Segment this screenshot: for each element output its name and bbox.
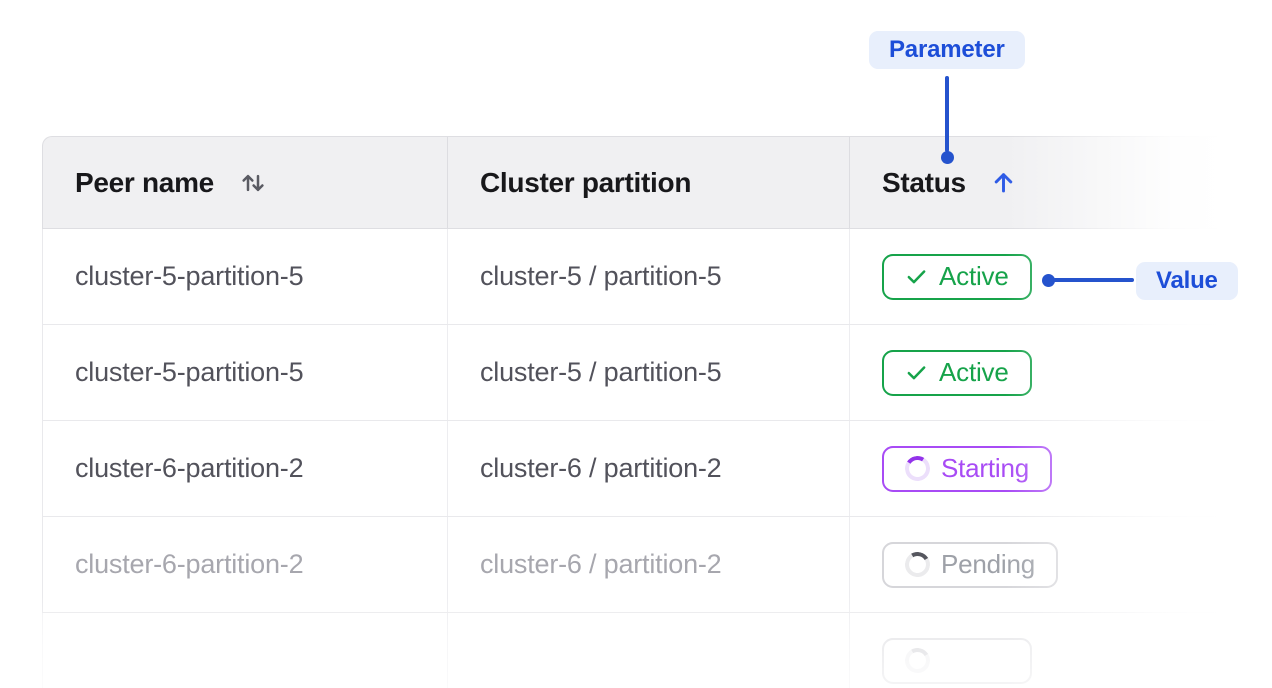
cell-status: Pending xyxy=(849,517,1272,612)
status-badge: Starting xyxy=(882,445,1053,492)
cell-peer-name: cluster-5-partition-5 xyxy=(75,357,304,387)
status-badge: Active xyxy=(882,349,1032,396)
cell-peer-name: cluster-6-partition-2 xyxy=(75,549,304,579)
column-label: Status xyxy=(882,166,966,198)
cell-cluster-partition: cluster-5 / partition-5 xyxy=(447,325,849,420)
table-row xyxy=(42,613,1272,688)
check-icon xyxy=(907,270,926,284)
value-connector-line xyxy=(1053,278,1134,282)
column-header-peer-name[interactable]: Peer name xyxy=(43,137,447,228)
column-label: Cluster partition xyxy=(480,166,692,198)
table-row: cluster-5-partition-5 cluster-5 / partit… xyxy=(42,229,1272,325)
parameter-connector-dot xyxy=(941,151,954,164)
cell-peer-name: cluster-6-partition-2 xyxy=(75,453,304,483)
table-row: cluster-6-partition-2 cluster-6 / partit… xyxy=(42,517,1272,613)
cell-cluster-partition: cluster-5 / partition-5 xyxy=(447,229,849,324)
status-label: Active xyxy=(939,357,1009,387)
parameter-annotation-pill: Parameter xyxy=(869,31,1025,69)
cell-cluster-partition: cluster-6 / partition-2 xyxy=(447,517,849,612)
cell-status: Starting xyxy=(849,421,1272,516)
spinner-icon xyxy=(902,453,933,484)
column-header-status[interactable]: Status xyxy=(849,137,1272,228)
status-label: Pending xyxy=(941,549,1036,579)
column-header-cluster-partition[interactable]: Cluster partition xyxy=(447,137,849,228)
cell-peer-name xyxy=(43,613,447,688)
cell-peer-name: cluster-5-partition-5 xyxy=(75,261,304,291)
parameter-connector-line xyxy=(945,76,949,152)
cell-status xyxy=(849,613,1272,688)
value-annotation-label: Value xyxy=(1156,267,1218,294)
column-label: Peer name xyxy=(75,166,214,198)
cell-status: Active xyxy=(849,325,1272,420)
cell-cluster-partition: cluster-6 / partition-2 xyxy=(447,421,849,516)
status-label: Active xyxy=(939,261,1009,291)
check-icon xyxy=(907,366,926,380)
table-row: cluster-6-partition-2 cluster-6 / partit… xyxy=(42,421,1272,517)
peers-table: Peer name Cluster partition Status clust… xyxy=(42,136,1272,688)
table-row: cluster-5-partition-5 cluster-5 / partit… xyxy=(42,325,1272,421)
sort-up-down-icon xyxy=(242,174,264,191)
parameter-annotation-label: Parameter xyxy=(889,36,1005,63)
sort-ascending-icon xyxy=(994,173,1013,193)
value-annotation-pill: Value xyxy=(1136,262,1238,300)
status-badge xyxy=(882,637,1032,684)
cell-cluster-partition xyxy=(447,613,849,688)
spinner-icon xyxy=(902,645,933,676)
spinner-icon xyxy=(902,549,933,580)
status-label: Starting xyxy=(941,453,1030,483)
status-badge: Pending xyxy=(882,541,1059,588)
table-header: Peer name Cluster partition Status xyxy=(42,136,1272,229)
table-body: cluster-5-partition-5 cluster-5 / partit… xyxy=(42,229,1272,688)
status-badge: Active xyxy=(882,253,1032,300)
